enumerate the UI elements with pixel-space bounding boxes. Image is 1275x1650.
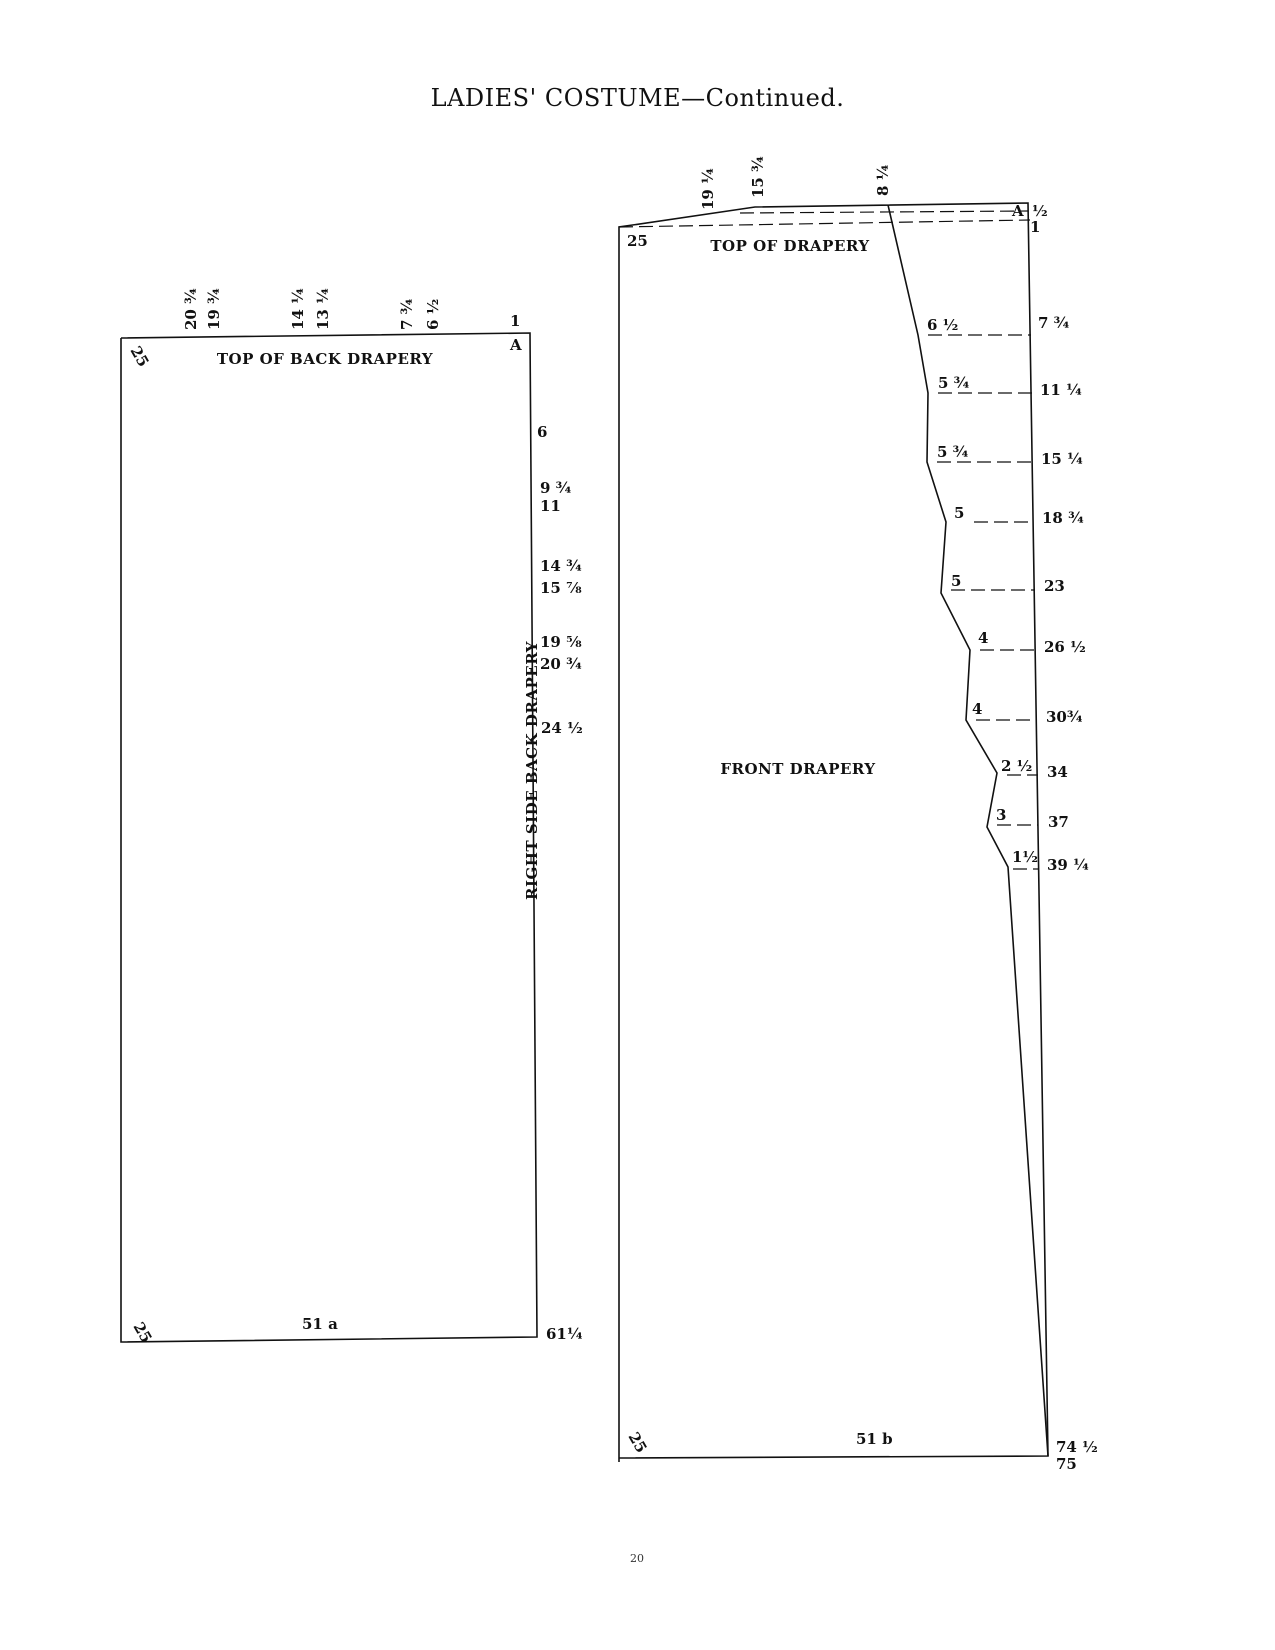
front-inner-mark: 2 ½ bbox=[1001, 757, 1032, 775]
front-bottom-right-mark: 75 bbox=[1056, 1455, 1077, 1473]
front-top-caption: TOP OF DRAPERY bbox=[710, 237, 869, 255]
front-dash-lines bbox=[928, 334, 1039, 870]
front-inner-mark: 5 bbox=[951, 572, 961, 590]
back-corner-letter: A bbox=[509, 336, 522, 354]
front-right-mark: 30¾ bbox=[1046, 708, 1083, 726]
front-inner-mark: 6 ½ bbox=[927, 316, 958, 334]
back-side-mark: 11 bbox=[540, 497, 561, 515]
front-piece-number: 51 b bbox=[856, 1430, 893, 1448]
back-side-mark: 24 ½ bbox=[541, 719, 583, 737]
front-right-mark: 7 ¾ bbox=[1038, 314, 1070, 332]
front-piece-outline bbox=[618, 202, 1049, 1462]
front-center-caption: FRONT DRAPERY bbox=[720, 760, 875, 778]
front-top-mark: 15 ¾ bbox=[749, 156, 767, 198]
front-right-mark: 18 ¾ bbox=[1042, 509, 1084, 527]
front-top-dash-line bbox=[739, 210, 1029, 214]
front-inner-mark: 5 ¾ bbox=[938, 374, 970, 392]
front-right-mark: 34 bbox=[1047, 763, 1068, 781]
front-inner-mark: 3 bbox=[996, 806, 1006, 824]
front-right-mark: 23 bbox=[1044, 577, 1065, 595]
back-bottom-right-mark: 61¼ bbox=[546, 1325, 583, 1343]
back-side-caption: RIGHT SIDE BACK DRAPERY bbox=[523, 641, 541, 900]
front-right-mark: 26 ½ bbox=[1044, 638, 1086, 656]
page-title: LADIES' COSTUME—Continued. bbox=[430, 84, 845, 112]
back-piece-outline bbox=[120, 332, 538, 1343]
back-top-mark: 6 ½ bbox=[424, 299, 442, 330]
front-top-mark: 19 ¼ bbox=[699, 168, 717, 210]
back-corner-top-left: 25 bbox=[127, 343, 153, 370]
front-right-mark: 39 ¼ bbox=[1047, 856, 1089, 874]
back-side-mark: 9 ¾ bbox=[540, 479, 572, 497]
front-inner-mark: 5 bbox=[954, 504, 964, 522]
front-top-mark: 8 ¼ bbox=[874, 164, 892, 196]
front-top-right-mark: ½ bbox=[1032, 202, 1048, 220]
back-side-mark: 15 ⅞ bbox=[540, 579, 582, 597]
back-top-caption: TOP OF BACK DRAPERY bbox=[217, 350, 433, 368]
back-side-mark: 19 ⅝ bbox=[540, 633, 582, 651]
front-inner-mark: 1½ bbox=[1012, 848, 1038, 866]
front-inner-mark: 4 bbox=[972, 700, 982, 718]
front-corner-bottom-left: 25 bbox=[625, 1429, 651, 1456]
back-side-mark: 14 ¾ bbox=[540, 557, 582, 575]
front-cut-line bbox=[887, 204, 1049, 1457]
back-top-mark: 1 bbox=[510, 312, 520, 330]
front-right-mark: 15 ¼ bbox=[1041, 450, 1083, 468]
back-top-mark: 7 ¾ bbox=[398, 298, 416, 330]
page-number: 20 bbox=[630, 1552, 644, 1565]
front-bottom-right-mark: 74 ½ bbox=[1056, 1438, 1098, 1456]
front-top-right-mark: 1 bbox=[1030, 218, 1040, 236]
front-corner-letter: A bbox=[1011, 202, 1024, 220]
back-side-mark: 6 bbox=[537, 423, 547, 441]
front-top-dash-line bbox=[618, 219, 1031, 228]
front-inner-mark: 4 bbox=[978, 629, 988, 647]
back-top-mark: 19 ¾ bbox=[205, 288, 223, 330]
back-side-mark: 20 ¾ bbox=[540, 655, 582, 673]
front-right-mark: 11 ¼ bbox=[1040, 381, 1082, 399]
back-top-mark: 13 ¼ bbox=[314, 288, 332, 330]
back-top-mark: 20 ¾ bbox=[182, 288, 200, 330]
front-corner-top-left: 25 bbox=[627, 232, 648, 250]
back-drapery-piece: TOP OF BACK DRAPERY RIGHT SIDE BACK DRAP… bbox=[120, 288, 583, 1346]
front-right-mark: 37 bbox=[1048, 813, 1069, 831]
front-inner-mark: 5 ¾ bbox=[937, 443, 969, 461]
back-piece-number: 51 a bbox=[302, 1315, 338, 1333]
back-top-mark: 14 ¼ bbox=[289, 288, 307, 330]
front-drapery-piece: TOP OF DRAPERY FRONT DRAPERY 51 b 25 25 … bbox=[618, 156, 1098, 1473]
